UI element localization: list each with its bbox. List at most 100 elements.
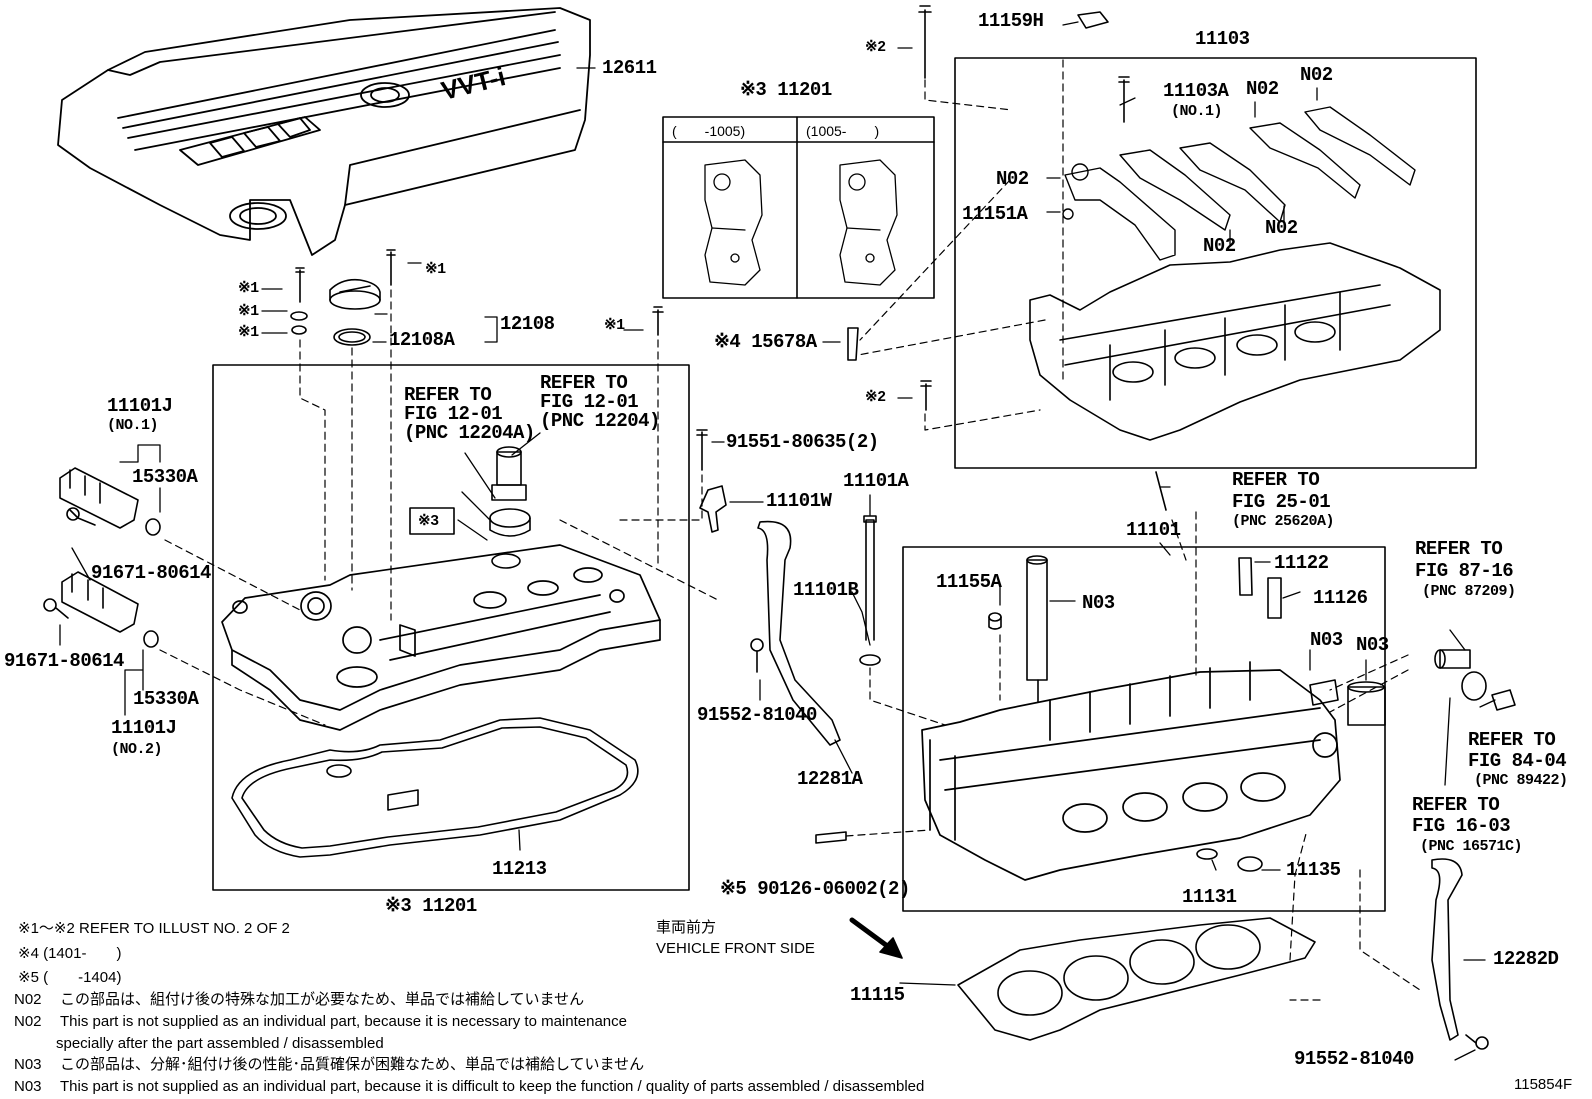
refer-b-3: (PNC 12204) [540, 410, 660, 432]
label-90126: ※5 90126-06002(2) [720, 878, 910, 900]
figure-number: 115854F [1514, 1076, 1573, 1093]
ocv-valves [43, 467, 161, 648]
footnote-n02-jp: この部品は、組付け後の特殊な加工が必要なため、単品では補給していません [60, 991, 585, 1008]
label-11131: 11131 [1182, 886, 1237, 908]
refer-f-2: FIG 16-03 [1412, 815, 1511, 837]
label-91671-1: 91671-80614 [91, 562, 211, 584]
label-11155A: 11155A [936, 571, 1002, 593]
oil-filler-cap [329, 278, 381, 346]
footnote-n02-en: This part is not supplied as an individu… [60, 1013, 627, 1030]
label-11101J-no2: 11101J [111, 717, 177, 739]
bracket-12281A [750, 520, 841, 746]
label-n02-c: N02 [996, 168, 1029, 190]
refer-a-1: REFER TO [404, 384, 492, 406]
label-12281A: 12281A [797, 768, 863, 790]
camshaft-housing-group-box [954, 57, 1477, 469]
footnote-n02-en-key: N02 [14, 1013, 42, 1030]
dashed-alignment-lines [159, 59, 1421, 1001]
label-n02-b: N02 [1300, 64, 1333, 86]
front-side-en: VEHICLE FRONT SIDE [656, 940, 815, 957]
head-cover [221, 544, 661, 731]
label-11135: 11135 [1286, 859, 1341, 881]
refer-e-3: (PNC 89422) [1474, 772, 1568, 789]
label-no2: (NO.2) [111, 741, 163, 758]
label-11101W: 11101W [766, 490, 832, 512]
table-col-after-1005: (1005- ) [806, 123, 880, 139]
note-mark-2b: ※2 [865, 389, 886, 406]
label-11101J-no1: 11101J [107, 395, 173, 417]
head-cover-group-box [212, 364, 690, 891]
refer-c-1: REFER TO [1232, 469, 1320, 491]
label-12282D: 12282D [1493, 948, 1559, 970]
footnote-n03-jp-key: N03 [14, 1056, 42, 1073]
housing-bolts [847, 5, 1167, 511]
bracket-12282D [1431, 858, 1489, 1050]
label-11151A: 11151A [962, 203, 1028, 225]
engine-cover [57, 7, 591, 256]
front-side-jp: 車両前方 [656, 919, 717, 936]
label-11126: 11126 [1313, 587, 1368, 609]
label-11101: 11101 [1126, 519, 1181, 541]
footnote-n03-en-key: N03 [14, 1078, 42, 1095]
label-11213: 11213 [492, 858, 547, 880]
table-col-before-1005: ( -1005) [672, 123, 746, 139]
cylinder-head-group-box [902, 546, 1386, 912]
footnote-k4: ※4 (1401- ) [18, 945, 122, 962]
refer-e-2: FIG 84-04 [1468, 750, 1567, 772]
label-11103: 11103 [1195, 28, 1250, 50]
note-mark-1a: ※1 [238, 280, 259, 297]
note-mark-1b: ※1 [238, 303, 259, 320]
label-91552-b: 91552-81040 [1294, 1048, 1414, 1070]
label-11201-bottom: ※3 11201 [385, 895, 477, 917]
label-11201-top: ※3 11201 [740, 79, 832, 101]
camshaft-bearing-caps [1062, 106, 1416, 261]
head-cover-gasket [231, 717, 639, 858]
refer-d-3: (PNC 87209) [1422, 583, 1516, 600]
note-mark-3-box: ※3 [418, 513, 439, 530]
label-12108A: 12108A [389, 329, 455, 351]
footnote-k1-k2: ※1～※2 REFER TO ILLUST NO. 2 OF 2 [18, 920, 290, 937]
refer-d-1: REFER TO [1415, 538, 1503, 560]
footnote-k5: ※5 ( -1404) [18, 969, 122, 986]
footnote-n03-jp: この部品は、分解･組付け後の性能･品質確保が困難なため、単品では補給していません [60, 1056, 645, 1073]
bolts-k1 [290, 249, 664, 336]
label-11101A: 11101A [843, 470, 909, 492]
label-12611: 12611 [602, 57, 657, 79]
camshaft-housing [1029, 242, 1441, 441]
head-bolt [859, 515, 881, 666]
note-mark-2a: ※2 [865, 39, 886, 56]
refer-f-3: (PNC 16571C) [1420, 838, 1523, 855]
label-11159H: 11159H [978, 10, 1044, 32]
note3-box [409, 507, 455, 535]
label-15678A: ※4 15678A [714, 331, 817, 353]
label-no1-b: (NO.1) [1171, 103, 1223, 120]
label-11115: 11115 [850, 984, 905, 1006]
valve-guides-and-plugs [815, 555, 1516, 872]
label-91671-2: 91671-80614 [4, 650, 124, 672]
cylinder-head [921, 661, 1341, 881]
footnote-n03-en: This part is not supplied as an individu… [60, 1078, 925, 1095]
refer-b-1: REFER TO [540, 372, 628, 394]
refer-c-3: (PNC 25620A) [1232, 513, 1335, 530]
refer-f-1: REFER TO [1412, 794, 1500, 816]
note-mark-1d: ※1 [425, 261, 446, 278]
head-cover-variant-table [662, 116, 935, 299]
label-n03-b: N03 [1310, 629, 1343, 651]
label-91552-a: 91552-81040 [697, 704, 817, 726]
label-11122: 11122 [1274, 552, 1329, 574]
label-15330A-2: 15330A [133, 688, 199, 710]
label-15330A-1: 15330A [132, 466, 198, 488]
label-11103A: 11103A [1163, 80, 1229, 102]
refer-c-2: FIG 25-01 [1232, 491, 1331, 513]
label-n03-c: N03 [1356, 634, 1389, 656]
vvti-logo: VVT-i [438, 61, 508, 106]
label-no1: (NO.1) [107, 417, 159, 434]
leader-lines [59, 21, 1496, 1061]
label-91551: 91551-80635(2) [726, 431, 879, 453]
label-n02-a: N02 [1246, 78, 1279, 100]
note-mark-1e: ※1 [604, 317, 625, 334]
refer-b-2: FIG 12-01 [540, 391, 639, 413]
refer-d-2: FIG 87-16 [1415, 560, 1514, 582]
